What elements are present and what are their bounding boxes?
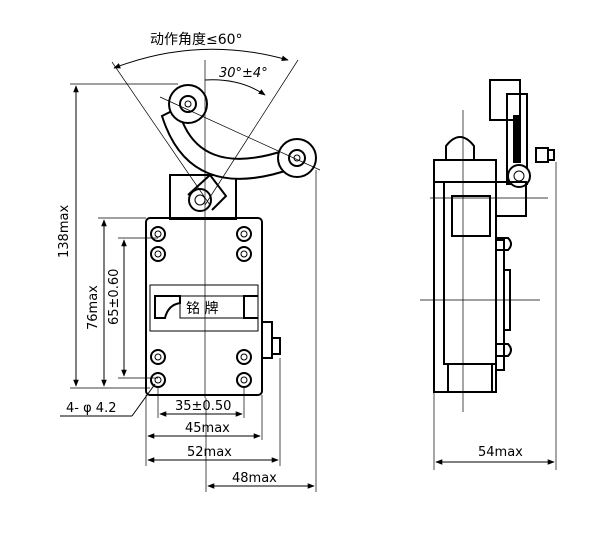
side-dome: [445, 136, 475, 160]
side-view: 54max: [420, 79, 557, 470]
nameplate-label: 铭 牌: [186, 300, 218, 317]
width-45-label: 45max: [185, 421, 230, 436]
angle-30-label: 30°±4°: [219, 66, 268, 81]
height-76-label: 76max: [86, 285, 101, 330]
height-65-label: 65±0.60: [107, 269, 122, 325]
side-lever-bracket: [489, 79, 521, 121]
angle-annotations: 动作角度≤60° 30°±4°: [113, 32, 289, 96]
width-52-label: 52max: [187, 445, 232, 460]
lever-hub: [188, 188, 212, 212]
screw-holes: [150, 226, 252, 388]
horizontal-dimensions: 4- φ 4.2 35±0.50 45max 52max 48max: [60, 170, 317, 492]
front-view: 铭 牌: [111, 59, 321, 398]
nameplate-frame: [149, 284, 259, 332]
side-lever-slot: [513, 115, 521, 163]
action-angle-label: 动作角度≤60°: [150, 32, 243, 48]
right-roller: [277, 138, 317, 178]
side-plug: [261, 321, 273, 359]
height-138-label: 138max: [57, 205, 72, 258]
width-35-label: 35±0.50: [175, 399, 231, 414]
width-54-label: 54max: [478, 445, 523, 460]
nameplate-inner: [179, 295, 245, 319]
vertical-dimensions: 138max 76max 65±0.60: [57, 83, 178, 389]
neck-housing: [169, 174, 237, 220]
holes-label: 4- φ 4.2: [66, 401, 116, 416]
width-48-label: 48max: [232, 471, 277, 486]
upper-roller: [168, 84, 208, 124]
